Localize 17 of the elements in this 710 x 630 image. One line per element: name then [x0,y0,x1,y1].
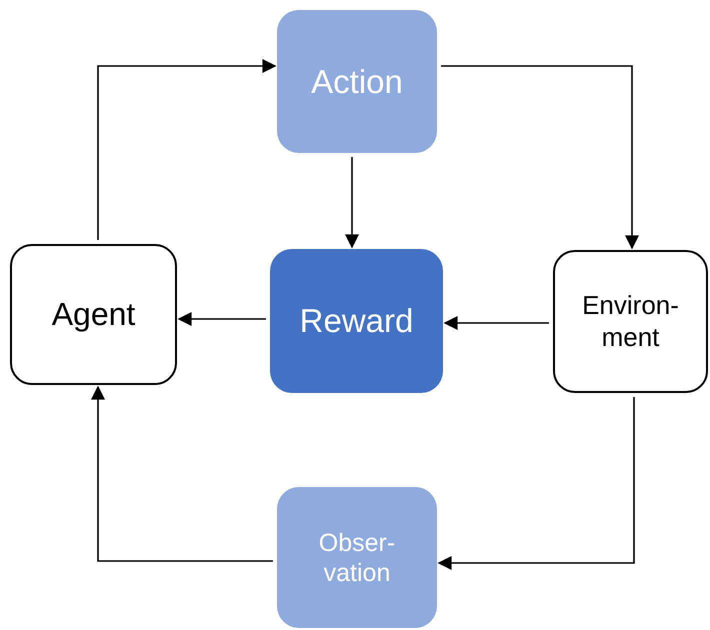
node-label: Obser- vation [318,528,396,588]
node-label: Agent [52,295,136,334]
process-box [277,487,437,628]
arrow [97,59,276,240]
process-box [553,250,708,393]
arrow [444,316,549,330]
process-box [270,249,443,393]
arrow [91,386,273,562]
node-label: Environ- ment [581,290,680,353]
process-box [10,244,177,385]
arrow [438,397,635,570]
arrow [345,157,359,248]
node-label: Reward [300,301,414,341]
arrow [178,312,266,326]
process-box [277,10,437,153]
node-label: Action [311,62,403,102]
arrow [441,65,639,250]
